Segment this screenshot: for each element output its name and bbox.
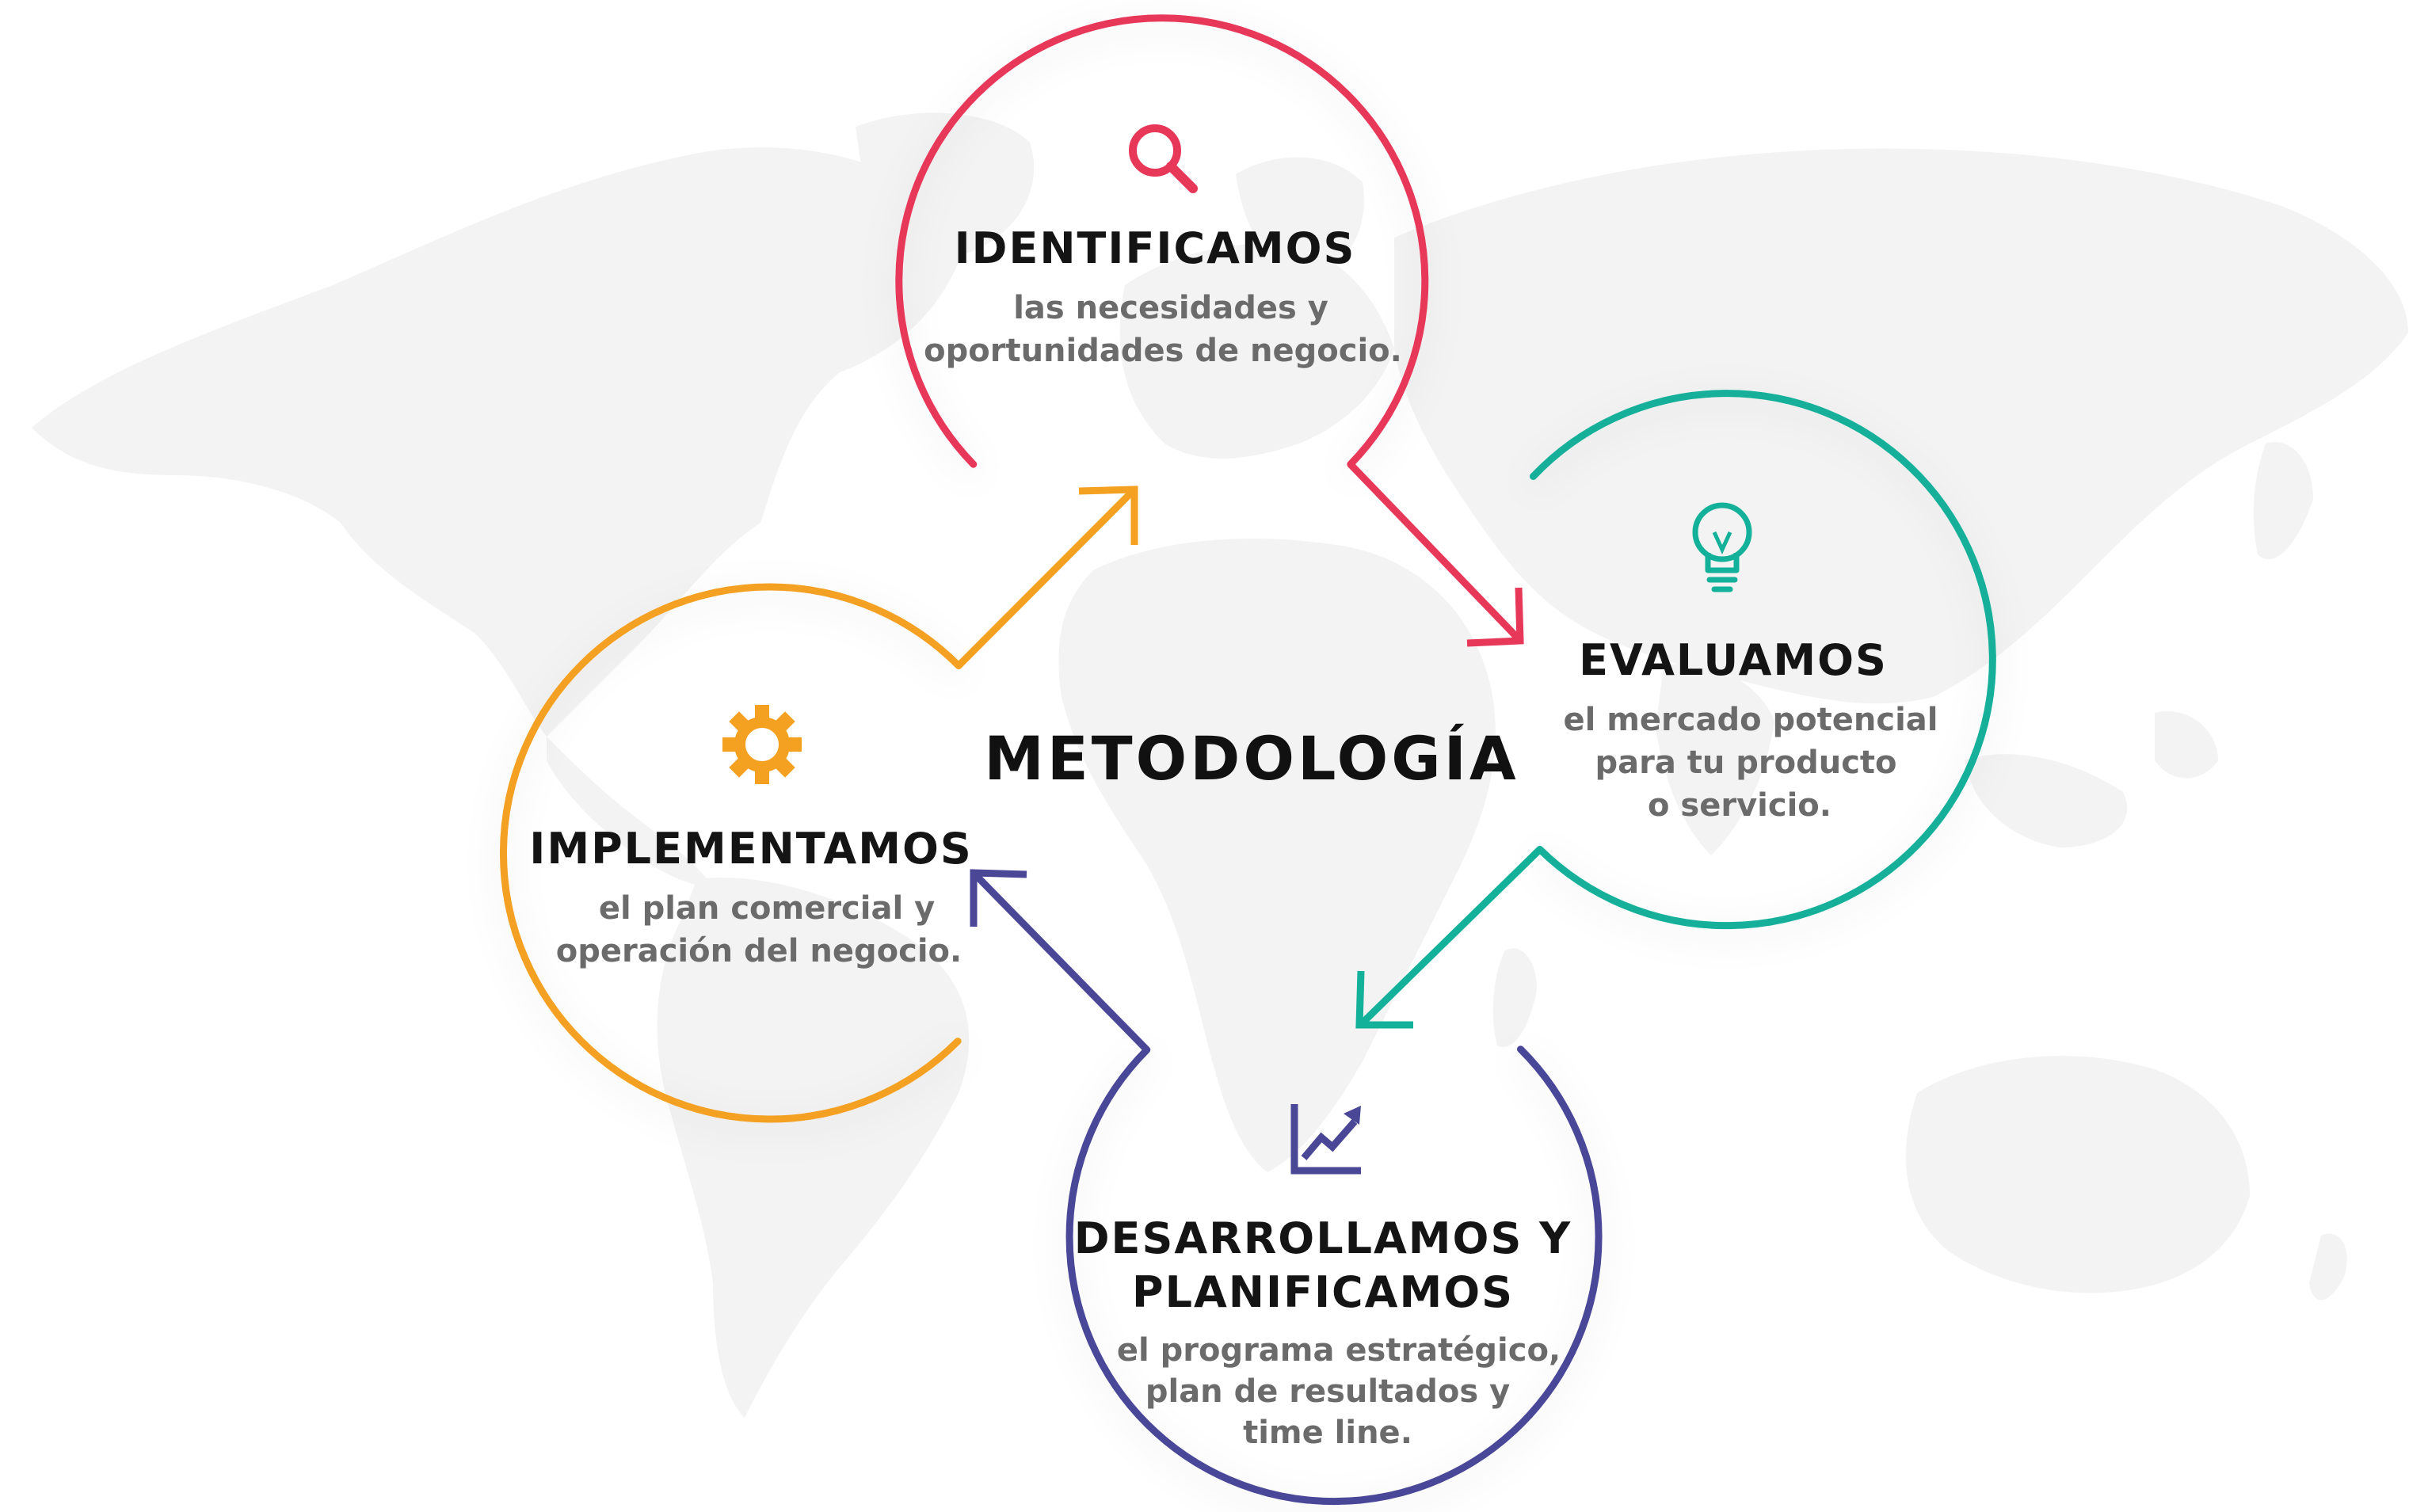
identify-ring [895,14,1429,468]
evaluate-ring [1530,390,1996,930]
world-map-background [32,112,2408,1418]
implement-desc-line-1: el plan comercial y [599,890,935,927]
implement-arrow [955,488,1136,668]
identify-desc-line-1: las necesidades y [1013,290,1328,326]
identify-desc-line-2: oportunidades de negocio. [924,333,1402,369]
evaluate-arrow [1359,847,1543,1027]
step-identify: IDENTIFICAMOS las necesidades y oportuni… [895,14,1524,647]
magnifier-icon [1129,124,1198,193]
step-implement: IMPLEMENTAMOS el plan comercial y operac… [499,486,1138,1123]
develop-desc-line-2: plan de resultados y [1145,1373,1510,1410]
lightbulb-icon [1692,502,1752,592]
evaluate-desc-line-3: o servicio. [1648,787,1831,824]
develop-ring [1065,1045,1603,1506]
develop-arrow [972,871,1150,1053]
evaluate-desc-line-1: el mercado potencial [1563,702,1938,738]
develop-desc-line-3: time line. [1243,1415,1412,1451]
identify-title: IDENTIFICAMOS [955,223,1356,273]
evaluate-title: EVALUAMOS [1579,635,1888,685]
implement-title: IMPLEMENTAMOS [529,824,973,874]
evaluate-desc-line-2: para tu producto [1595,745,1896,781]
develop-desc-line-1: el programa estratégico, [1117,1332,1561,1369]
develop-title-line-1: DESARROLLAMOS Y [1074,1213,1572,1263]
develop-arrowhead [970,869,1027,927]
identify-arrowhead [1466,587,1524,647]
gear-icon [722,705,802,784]
step-evaluate: EVALUAMOS el mercado potencial para tu p… [1355,390,1996,1029]
identify-arrow [1347,462,1522,642]
implement-desc-line-2: operación del negocio. [556,933,962,969]
develop-title-line-2: PLANIFICAMOS [1132,1267,1514,1317]
center-title: METODOLOGÍA [984,723,1519,794]
implement-ring [499,583,962,1123]
implement-arrowhead [1078,486,1138,545]
evaluate-arrowhead [1355,970,1413,1029]
growth-chart-icon [1290,1104,1361,1175]
step-develop: DESARROLLAMOS Y PLANIFICAMOS el programa… [970,869,1603,1506]
